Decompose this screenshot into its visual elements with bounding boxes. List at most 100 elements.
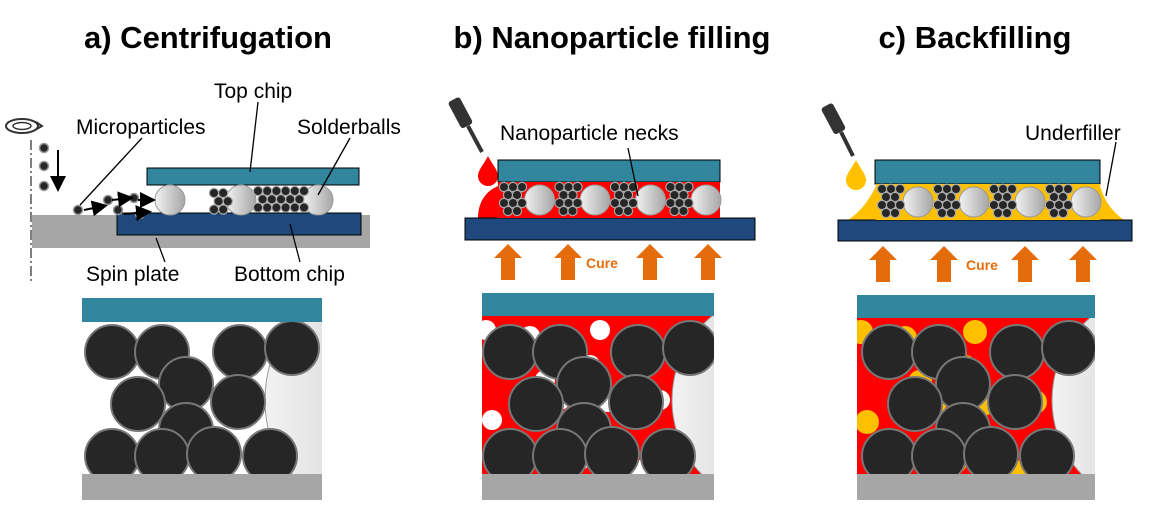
filled-gap-b [498,181,722,218]
microparticle [683,181,694,193]
solderball [635,184,666,216]
cure-arrow [554,244,582,280]
top-chip [497,159,721,183]
bottom-chip [837,219,1133,242]
top-chip [146,167,360,186]
microparticle [516,197,528,209]
cure-arrow [636,244,664,280]
panel-c-zoom [857,295,1095,500]
microparticle [936,207,948,219]
microparticle [252,185,264,197]
zoom-bottom [482,474,714,500]
microparticle [608,374,664,430]
microparticle [511,189,523,201]
microparticle [1001,207,1013,219]
microparticle [289,185,300,197]
packed-microparticles [208,185,310,215]
microparticle [217,204,229,215]
cure-arrows-b [494,244,722,280]
microparticle [963,426,1019,474]
microparticle [610,324,666,380]
label-cure-c: Cure [966,257,998,273]
microparticle [252,202,264,213]
zoom-top-chip [482,293,714,316]
microparticle [989,324,1045,380]
solderball [524,184,555,216]
microparticle [72,204,84,216]
rotation-icon [5,118,44,134]
zoom-top-chip [857,295,1095,318]
filled-gap-c [876,183,1102,220]
microparticle [627,197,639,209]
zoom-microparticles [861,320,1095,474]
microparticle [275,194,287,205]
microparticle [640,428,696,474]
label-underfiller: Underfiller [1025,122,1121,145]
microparticle [271,202,282,213]
microparticle [889,207,901,219]
flow-arrow [111,191,134,208]
cure-arrow [694,244,722,280]
microparticle [128,192,140,204]
microparticle [622,205,634,217]
microparticle [84,324,140,380]
microparticle [567,205,578,217]
label-bottom-chip: Bottom chip [234,263,345,286]
panel-b-title: b) Nanoparticle filling [454,20,771,55]
cure-arrow [869,246,897,282]
microparticle [266,194,277,205]
microparticle [1057,191,1069,203]
microparticle [285,194,296,205]
microparticle [584,426,640,474]
panel-a-schematic: Top chip Microparticles Solderballs Spin… [5,80,401,286]
label-top-chip: Top chip [214,80,292,103]
cure-arrow [930,246,958,282]
microparticle [894,199,906,211]
underfill-fillet-right [1100,186,1124,220]
bottom-chip [464,217,756,241]
microparticle [208,204,220,215]
microparticle [1057,207,1069,219]
microparticle [280,185,291,197]
microparticle [889,191,901,203]
microparticle [508,376,564,432]
microparticle [102,194,114,206]
microparticle [38,160,50,172]
solderball [690,184,722,216]
panel-a-zoom [82,298,322,500]
dispenser-icon [448,97,484,153]
solderball [154,184,186,216]
microparticle [880,207,892,219]
panel-b-schematic: Nanoparticle necks Cure [448,97,756,280]
microparticle [950,199,962,211]
microparticle [945,191,957,203]
panel-c-schematic: Underfiller Cure [821,103,1133,282]
microparticle [502,205,514,217]
microparticle [572,197,583,209]
underfilled-void [963,320,987,344]
microparticle [271,185,282,197]
microparticle [678,205,689,217]
leader-spin-plate [155,237,166,263]
solderball [1014,186,1046,218]
microparticle [683,197,694,209]
microparticle [950,183,962,195]
microparticle [482,324,538,380]
leader-microparticles [79,137,143,206]
flow-arrow [123,205,152,221]
microparticle [987,374,1043,430]
microparticle [134,208,146,220]
label-cure-b: Cure [586,255,618,271]
microparticle [242,428,298,474]
flow-arrow [83,200,108,217]
solderball [1070,186,1102,218]
microparticle [289,202,300,213]
solderball [579,184,611,216]
solderball [958,186,990,218]
label-solderballs: Solderballs [297,116,401,139]
microparticle [1001,191,1013,203]
microparticle [1062,199,1074,211]
cure-arrow [494,244,522,280]
zoom-microparticles [84,322,320,474]
